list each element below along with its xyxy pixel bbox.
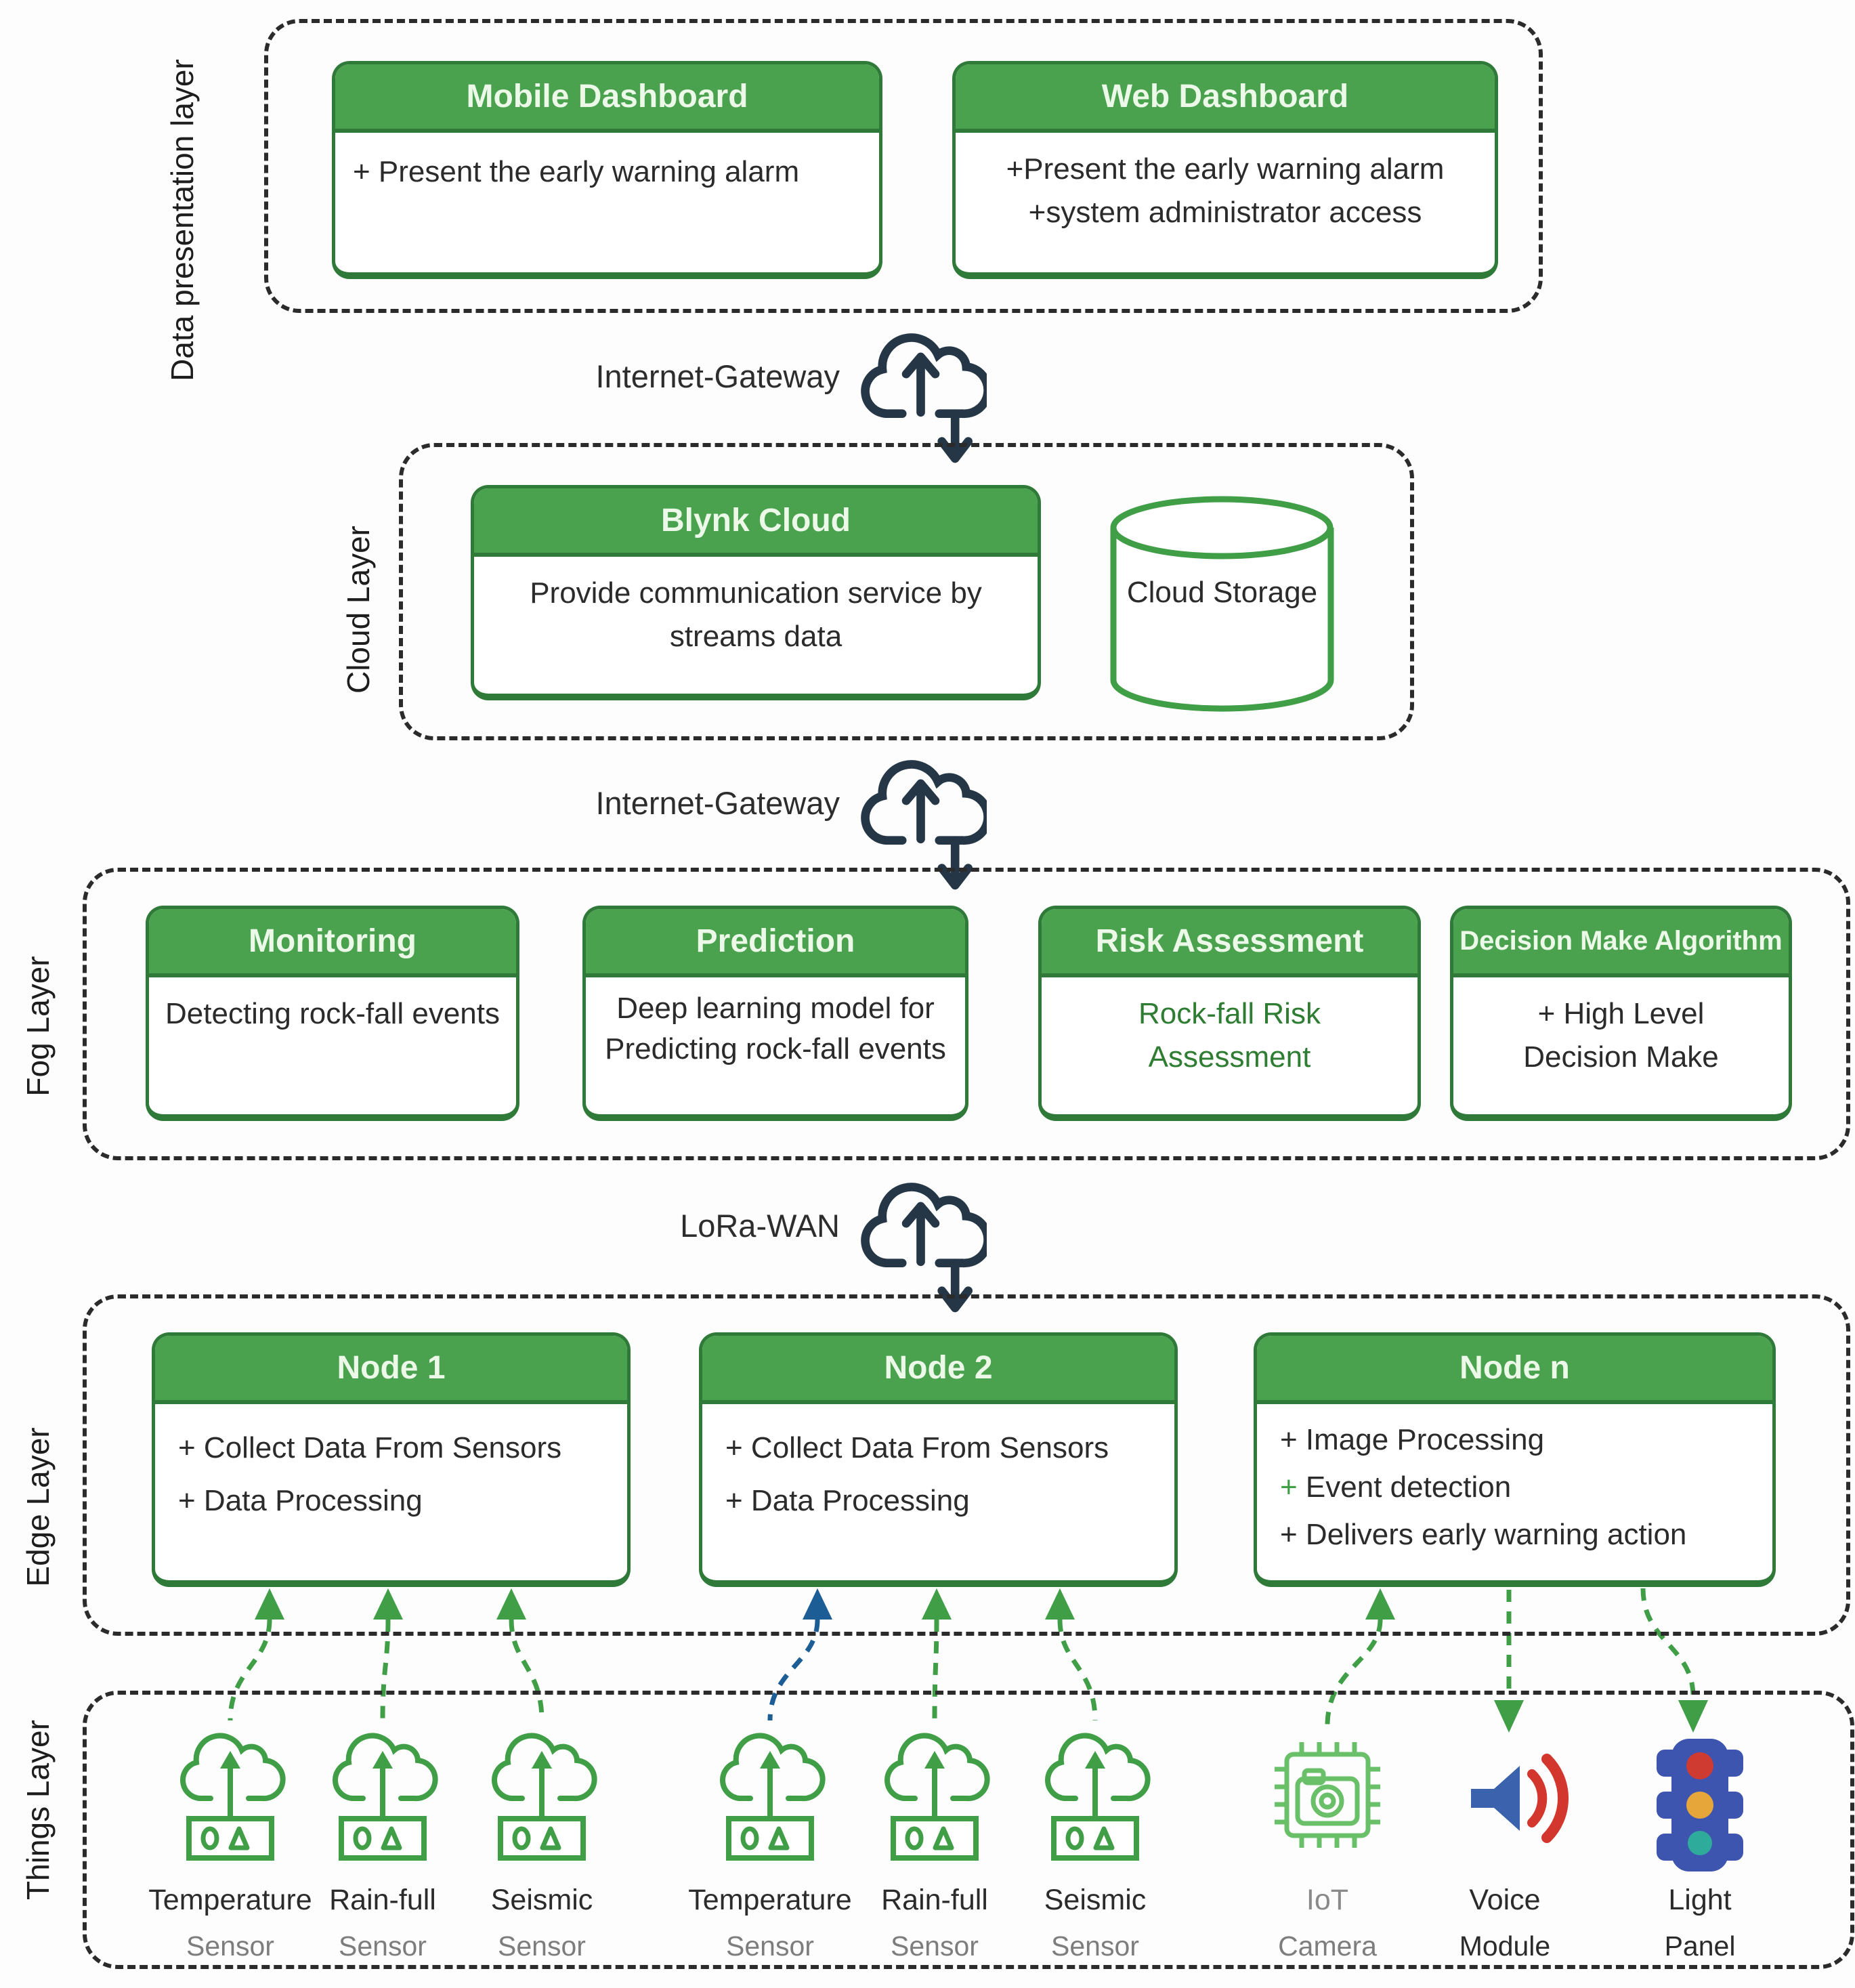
web-dashboard-card: Web Dashboard +Present the early warning… <box>952 61 1498 279</box>
temperature-sensor-2-icon <box>712 1717 828 1863</box>
edge-layer-box <box>83 1294 1850 1636</box>
blynk-cloud-body: Provide communication service by streams… <box>530 576 982 653</box>
noden-line3: + Delivers early warning action <box>1280 1518 1687 1551</box>
noden-line2-plus: + <box>1280 1471 1298 1504</box>
light-panel-label: Light Panel <box>1664 1884 1736 1962</box>
node2-card: Node 2 + Collect Data From Sensors + Dat… <box>699 1332 1178 1587</box>
cloud-storage-cylinder: Cloud Storage <box>1108 494 1336 717</box>
mobile-dashboard-body: + Present the early warning alarm <box>353 155 800 188</box>
cloud-storage-label: Cloud Storage <box>1126 576 1318 609</box>
prediction-title: Prediction <box>586 909 965 977</box>
seismic-sensor-2-label: Seismic Sensor <box>1044 1884 1147 1962</box>
monitoring-body: Detecting rock-fall events <box>165 997 500 1030</box>
voice-module-label: Voice Module <box>1459 1884 1551 1962</box>
seismic-sensor-2-icon <box>1038 1717 1153 1863</box>
presentation-layer-label: Data presentation layer <box>165 59 200 381</box>
noden-line2: + Event detection <box>1280 1464 1759 1511</box>
edge-layer-label: Edge Layer <box>20 1427 56 1587</box>
seismic-sensor-1-icon <box>484 1717 599 1863</box>
light-panel-icon <box>1657 1739 1743 1871</box>
noden-line1: + Image Processing <box>1280 1423 1545 1456</box>
cloud-layer-label: Cloud Layer <box>341 525 376 694</box>
temperature-sensor-2-label: Temperature Sensor <box>688 1884 852 1962</box>
node2-line1: + Collect Data From Sensors <box>725 1431 1109 1464</box>
decision-make-body: + High Level Decision Make <box>1523 997 1719 1074</box>
noden-title: Node n <box>1257 1336 1772 1404</box>
node1-title: Node 1 <box>155 1336 627 1404</box>
temperature-sensor-1-icon <box>173 1717 288 1863</box>
seismic-sensor-1-label: Seismic Sensor <box>490 1884 593 1962</box>
internet-gateway-top-label: Internet-Gateway <box>595 358 840 394</box>
rainfall-sensor-1-label: Rain-full Sensor <box>329 1884 436 1962</box>
blynk-cloud-title: Blynk Cloud <box>474 488 1038 557</box>
rainfall-sensor-1-icon <box>325 1717 440 1863</box>
monitoring-title: Monitoring <box>149 909 516 977</box>
fog-layer-label: Fog Layer <box>20 956 56 1097</box>
fog-layer-box <box>83 868 1850 1160</box>
rainfall-sensor-2-icon <box>877 1717 992 1863</box>
node1-card: Node 1 + Collect Data From Sensors + Dat… <box>152 1332 631 1587</box>
prediction-body: Deep learning model for Predicting rock-… <box>605 992 946 1065</box>
noden-line2-text: Event detection <box>1297 1471 1512 1504</box>
decision-make-title: Decision Make Algorithm <box>1453 909 1789 977</box>
web-dashboard-title: Web Dashboard <box>956 64 1495 133</box>
web-dashboard-line2: +system administrator access <box>1028 196 1422 229</box>
cloud-layer-box <box>399 443 1414 740</box>
mobile-dashboard-title: Mobile Dashboard <box>335 64 879 133</box>
risk-assessment-card: Risk Assessment Rock-fall Risk Assessmen… <box>1038 906 1421 1121</box>
temperature-sensor-1-label: Temperature Sensor <box>148 1884 312 1962</box>
risk-assessment-title: Risk Assessment <box>1042 909 1417 977</box>
monitoring-card: Monitoring Detecting rock-fall events <box>146 906 519 1121</box>
things-layer-label: Things Layer <box>20 1720 56 1900</box>
presentation-layer-box <box>264 19 1543 313</box>
mobile-dashboard-card: Mobile Dashboard + Present the early war… <box>332 61 882 279</box>
node1-line2: + Data Processing <box>178 1484 423 1517</box>
rainfall-sensor-2-label: Rain-full Sensor <box>881 1884 988 1962</box>
node2-line2: + Data Processing <box>725 1484 970 1517</box>
lorawan-label: LoRa-WAN <box>680 1208 840 1244</box>
web-dashboard-line1: +Present the early warning alarm <box>1006 152 1445 186</box>
internet-gateway-mid-label: Internet-Gateway <box>595 785 840 821</box>
iot-camera-icon <box>1260 1727 1395 1863</box>
noden-card: Node n + Image Processing + Event detect… <box>1254 1332 1776 1587</box>
decision-make-card: Decision Make Algorithm + High Level Dec… <box>1450 906 1792 1121</box>
node2-title: Node 2 <box>702 1336 1174 1404</box>
blynk-cloud-card: Blynk Cloud Provide communication servic… <box>471 485 1041 700</box>
cylinder-icon <box>1110 496 1334 712</box>
voice-module-icon <box>1437 1731 1573 1866</box>
things-layer-box <box>83 1691 1854 1969</box>
iot-camera-label: IoT Camera <box>1278 1884 1377 1962</box>
risk-assessment-body: Rock-fall Risk Assessment <box>1138 997 1321 1074</box>
node1-line1: + Collect Data From Sensors <box>178 1431 562 1464</box>
prediction-card: Prediction Deep learning model for Predi… <box>582 906 968 1121</box>
